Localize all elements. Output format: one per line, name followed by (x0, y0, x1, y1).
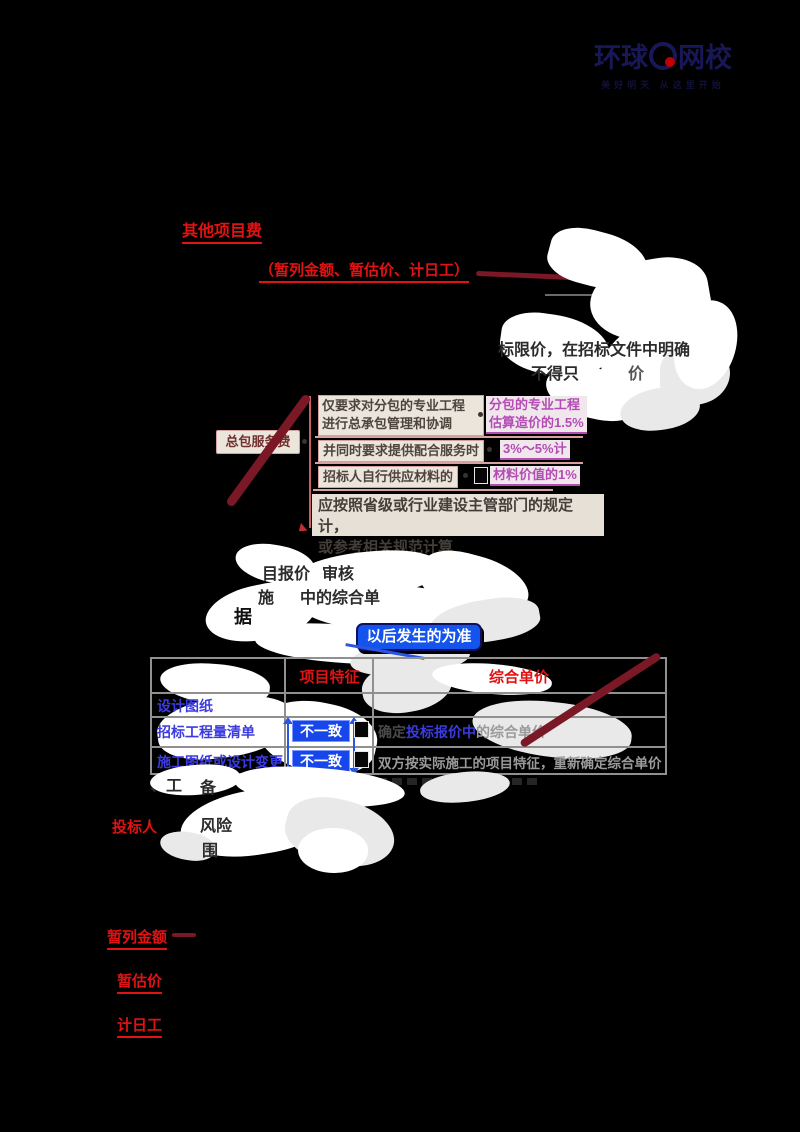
table-grid-line (284, 659, 286, 773)
service-row1-line2: 进行总承包管理和协调 (322, 416, 453, 431)
fragment-limit-line: 标限价，在招标文件中明确 (498, 342, 691, 359)
service-row3-value: 材料价值的1% (490, 466, 580, 486)
comparison-table: 项目特征 综合单价 设计图纸 招标工程量清单 施工图纸或设计变更 不一致 不一致… (150, 654, 667, 784)
service-row1-value2: 估算造价的1.5% (489, 415, 584, 430)
section-daywork: 计日工 (117, 1014, 163, 1038)
bullet-dot-icon (463, 473, 468, 478)
service-row1-text: 仅要求对分包的专业工程 进行总承包管理和协调 (318, 395, 484, 436)
logo-text-right: 网校 (678, 43, 732, 73)
table-row-label: 招标工程量清单 (157, 724, 255, 740)
fragment-quote2b: 中的综合单 (300, 590, 381, 607)
logo-red-dot-icon (665, 56, 675, 67)
table-grid-line (152, 716, 665, 718)
rule-text-link: 投标报价中 (406, 724, 476, 740)
connector-dot-icon (302, 439, 307, 444)
divider-line (313, 489, 553, 491)
fragment-quote2: 施 (258, 590, 275, 607)
table-grid-line (152, 692, 665, 694)
table-header-feature: 项目特征 (299, 669, 360, 686)
fragment-quote1b: 审核 (322, 566, 355, 583)
table-row-rule: 双方按实际施工的项目特征，重新确定综合单价 (378, 756, 662, 771)
fragment-bt3: 风险 (200, 818, 233, 835)
scribble-blob (298, 828, 368, 873)
section-title: 其他项目费 (182, 217, 263, 244)
table-header-unit-price: 综合单价 (488, 669, 549, 686)
divider-line (315, 436, 583, 438)
arrow-tip-icon (295, 522, 308, 536)
fragment-bt2: 备 (200, 780, 217, 797)
table-row-rule: 确定投标报价中的综合单价 (378, 722, 546, 742)
section-subtitle: （暂列金额、暂估价、计日工） (259, 259, 470, 283)
service-row3-text: 招标人自行供应材料的 (318, 466, 459, 488)
bidder-label: 投标人 (112, 819, 158, 836)
section-provisional-sum: 暂列金额 (107, 926, 168, 950)
service-fee-label: 总包服务费 (216, 430, 300, 454)
section-provisional-price: 暂估价 (117, 970, 163, 994)
rule-text-pre: 确定 (378, 724, 406, 740)
service-row2-text: 并同时要求提供配合服务时 (318, 440, 485, 462)
fragment-quote3: 据 (234, 607, 252, 627)
artifact-square (474, 467, 488, 484)
arrow-up-icon (283, 717, 293, 724)
fragment-bt4: 围 (202, 843, 219, 860)
logo-text-left: 环球 (594, 43, 648, 73)
fragment-quote1: 目报价 (262, 566, 311, 583)
service-row1-line1: 仅要求对分包的专业工程 (322, 398, 466, 413)
logo-ring-icon (649, 41, 677, 70)
artifact-square (354, 721, 369, 738)
logo: 环球 网校 美好明天 从这里开始 (583, 36, 743, 91)
blue-arrow-line (287, 723, 289, 769)
fragment-limit-1: 不得只 (531, 366, 580, 383)
artifact-square (354, 751, 369, 768)
divider-line (315, 462, 583, 464)
service-row1-value1: 分包的专业工程 (489, 397, 581, 412)
service-row2-value: 3%～5%计 (500, 440, 570, 460)
arrow-up-icon (349, 717, 359, 724)
status-box-mismatch: 不一致 (292, 720, 350, 742)
table-row-label: 设计图纸 (157, 698, 213, 714)
service-note-line1: 应按照省级或行业建设主管部门的规定计， (318, 497, 574, 535)
service-note: 应按照省级或行业建设主管部门的规定计， 或参考相关规范计算 (312, 494, 604, 556)
logo-tagline: 美好明天 从这里开始 (601, 80, 725, 90)
table-grid-line (152, 746, 665, 748)
rule-pill: 以后发生的为准 (356, 623, 482, 651)
blue-arrow-line (353, 723, 355, 769)
red-dash-stroke (172, 933, 196, 937)
table-grid-line (372, 659, 374, 773)
bullet-dot-icon (478, 412, 483, 417)
service-row1-value: 分包的专业工程 估算造价的1.5% (486, 396, 587, 434)
bullet-dot-icon (487, 447, 492, 452)
fragment-limit-2: 价 (628, 366, 645, 383)
fragment-bt1: 、工 (150, 778, 183, 795)
bracket-line (309, 396, 311, 528)
